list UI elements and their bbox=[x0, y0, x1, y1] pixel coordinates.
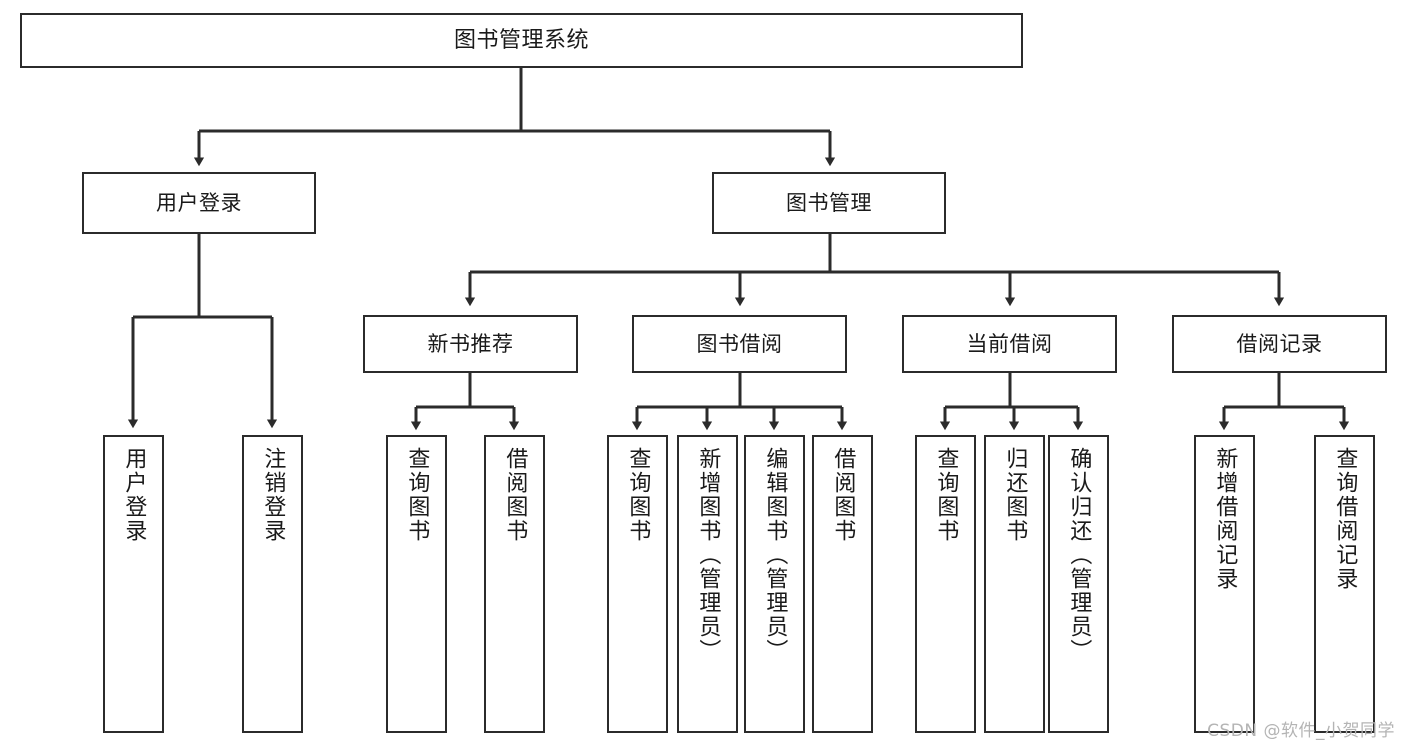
node-book-borrow[interactable]: 图书借阅 bbox=[632, 315, 847, 373]
node-user-login-label: 用户登录 bbox=[156, 190, 242, 215]
leaf-borrow-book-recommend[interactable]: 借阅图书 bbox=[484, 435, 545, 733]
node-root[interactable]: 图书管理系统 bbox=[20, 13, 1023, 68]
leaf-return-book-label: 归还图书 bbox=[1002, 447, 1028, 543]
leaf-edit-book-admin-label: 编辑图书（管理员） bbox=[762, 447, 788, 663]
leaf-add-book-admin-label: 新增图书（管理员） bbox=[695, 447, 721, 663]
leaf-query-book-recommend[interactable]: 查询图书 bbox=[386, 435, 447, 733]
leaf-query-book-recommend-label: 查询图书 bbox=[404, 447, 430, 543]
node-borrow-record[interactable]: 借阅记录 bbox=[1172, 315, 1387, 373]
node-current-borrow-label: 当前借阅 bbox=[966, 331, 1053, 356]
node-new-book-recommend[interactable]: 新书推荐 bbox=[363, 315, 578, 373]
leaf-logout-label: 注销登录 bbox=[260, 447, 286, 543]
node-book-management-label: 图书管理 bbox=[786, 190, 872, 215]
leaf-borrow-book-label: 借阅图书 bbox=[830, 447, 856, 543]
node-book-borrow-label: 图书借阅 bbox=[696, 331, 783, 356]
leaf-confirm-return-admin-label: 确认归还（管理员） bbox=[1066, 447, 1092, 663]
leaf-query-borrow-record-label: 查询借阅记录 bbox=[1332, 447, 1358, 591]
leaf-query-book-borrow-label: 查询图书 bbox=[625, 447, 651, 543]
leaf-borrow-book[interactable]: 借阅图书 bbox=[812, 435, 873, 733]
node-book-management[interactable]: 图书管理 bbox=[712, 172, 946, 234]
node-current-borrow[interactable]: 当前借阅 bbox=[902, 315, 1117, 373]
node-user-login[interactable]: 用户登录 bbox=[82, 172, 316, 234]
leaf-query-book-current[interactable]: 查询图书 bbox=[915, 435, 976, 733]
leaf-query-book-current-label: 查询图书 bbox=[933, 447, 959, 543]
leaf-add-borrow-record-label: 新增借阅记录 bbox=[1212, 447, 1238, 591]
node-borrow-record-label: 借阅记录 bbox=[1236, 331, 1323, 356]
leaf-borrow-book-recommend-label: 借阅图书 bbox=[502, 447, 528, 543]
leaf-query-book-borrow[interactable]: 查询图书 bbox=[607, 435, 668, 733]
leaf-query-borrow-record[interactable]: 查询借阅记录 bbox=[1314, 435, 1375, 733]
leaf-edit-book-admin[interactable]: 编辑图书（管理员） bbox=[744, 435, 805, 733]
leaf-user-login-label: 用户登录 bbox=[121, 447, 147, 543]
leaf-confirm-return-admin[interactable]: 确认归还（管理员） bbox=[1048, 435, 1109, 733]
leaf-logout[interactable]: 注销登录 bbox=[242, 435, 303, 733]
node-root-label: 图书管理系统 bbox=[453, 27, 589, 53]
leaf-user-login[interactable]: 用户登录 bbox=[103, 435, 164, 733]
leaf-return-book[interactable]: 归还图书 bbox=[984, 435, 1045, 733]
leaf-add-book-admin[interactable]: 新增图书（管理员） bbox=[677, 435, 738, 733]
leaf-add-borrow-record[interactable]: 新增借阅记录 bbox=[1194, 435, 1255, 733]
node-new-book-recommend-label: 新书推荐 bbox=[427, 331, 514, 356]
